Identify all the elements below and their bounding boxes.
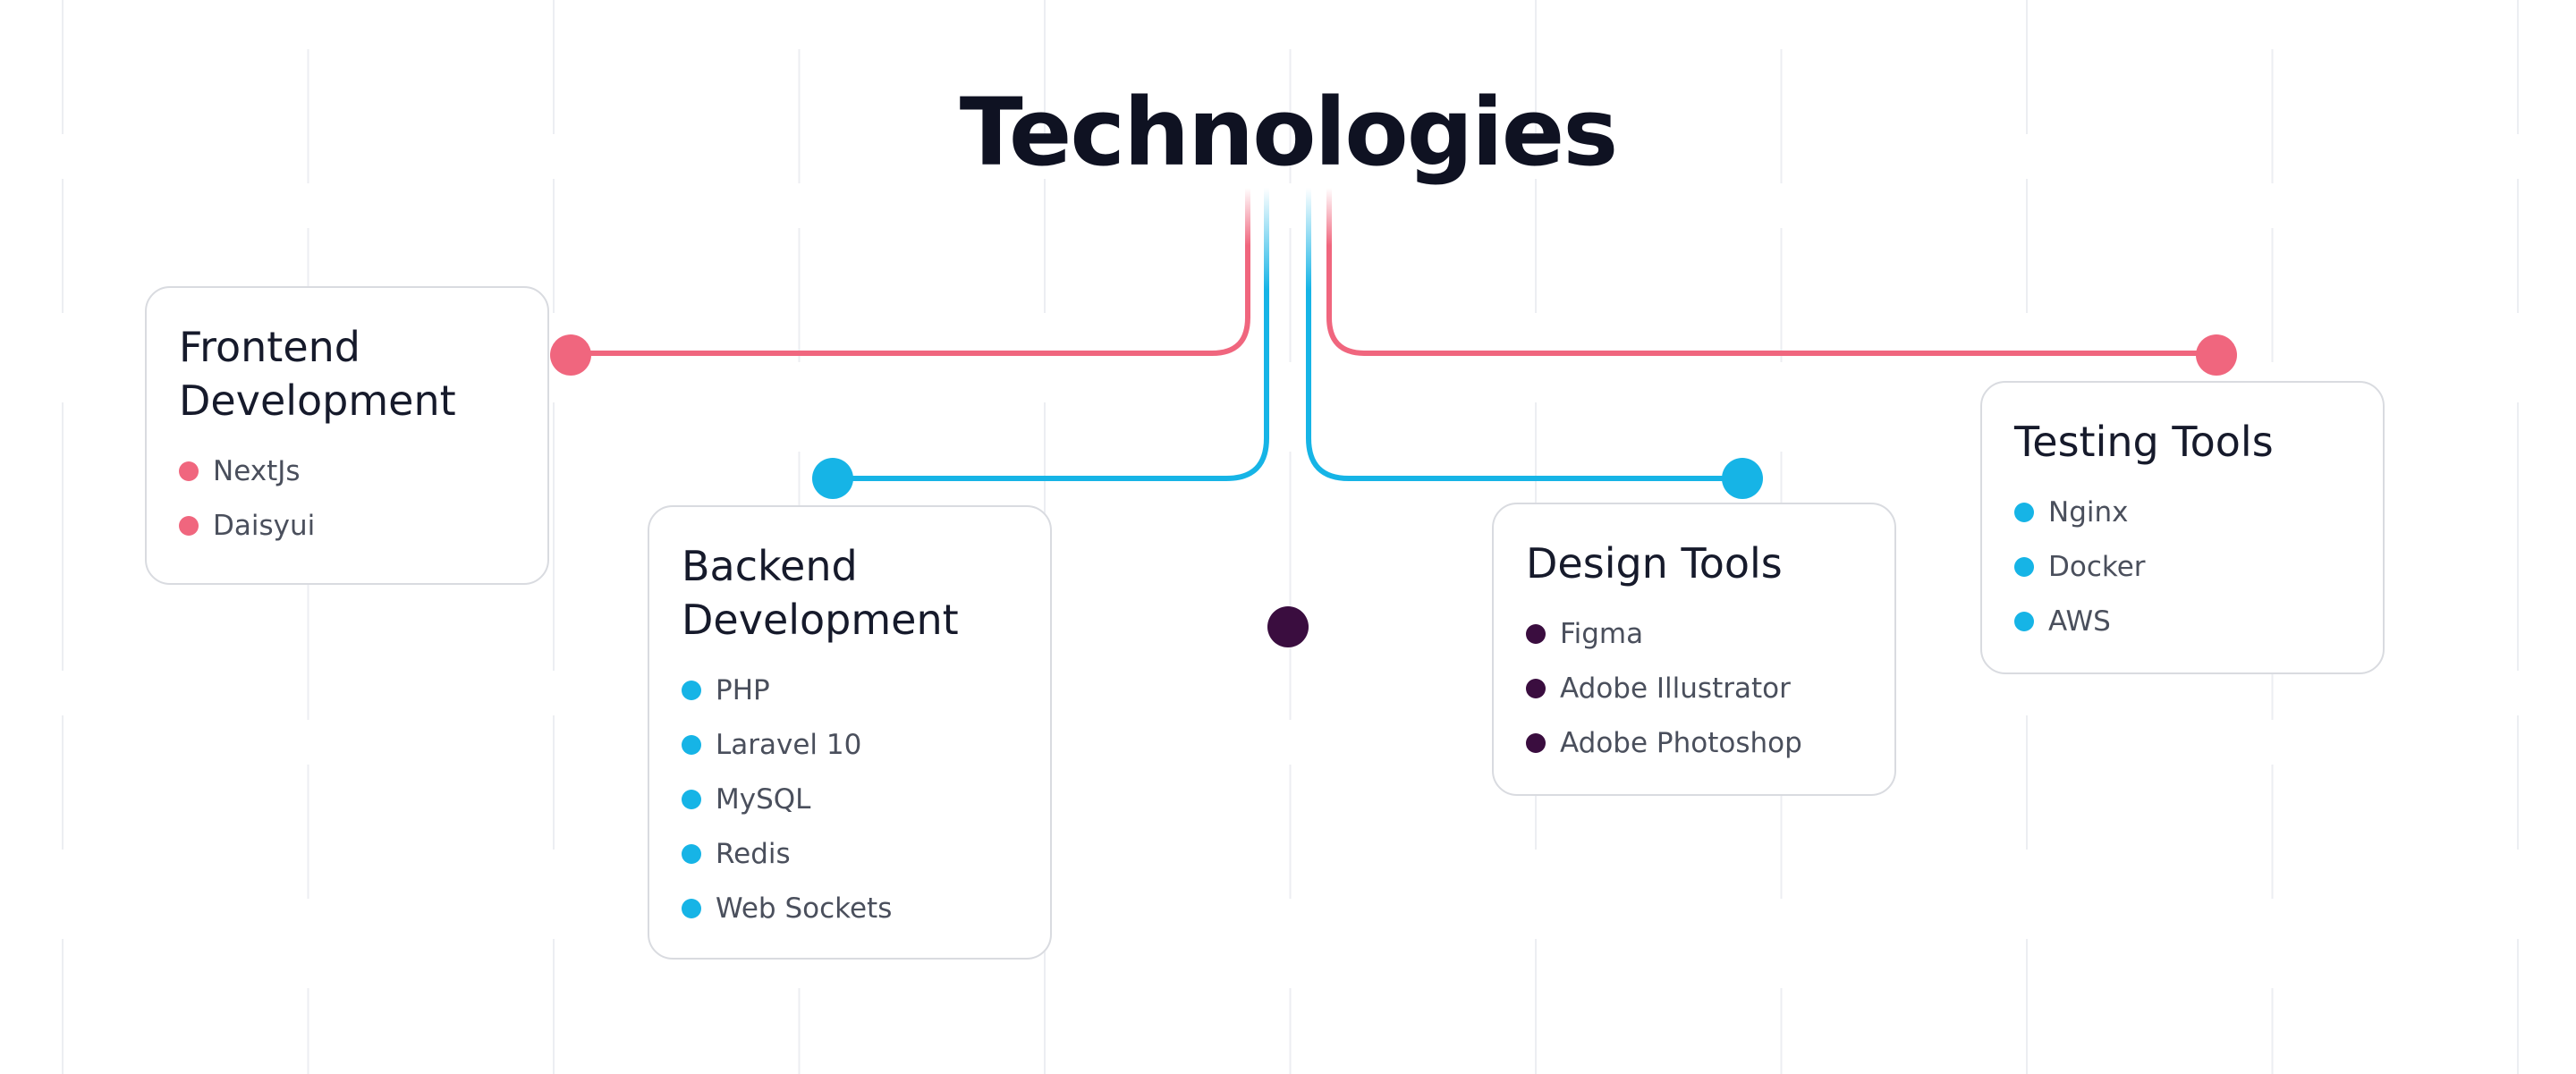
bullet-dot	[1526, 732, 1546, 753]
item-label: NextJs	[213, 454, 301, 487]
item-label: Daisyui	[213, 509, 316, 542]
node-testing	[2196, 334, 2237, 376]
bullet-dot	[1526, 678, 1546, 698]
card-title: Design Tools	[1526, 539, 1783, 588]
card-list: Nginx Docker AWS	[2014, 485, 2351, 648]
card-title: Frontend Development	[179, 323, 456, 425]
bullet-dot	[179, 461, 199, 481]
list-item: Nginx	[2014, 485, 2351, 539]
card-title: Backend Development	[682, 542, 959, 644]
node-frontend	[550, 334, 591, 376]
bullet-dot	[179, 515, 199, 536]
item-label: Laravel 10	[716, 728, 862, 761]
list-item: NextJs	[179, 444, 515, 498]
bullet-dot	[682, 898, 701, 918]
list-item: PHP	[682, 663, 1018, 717]
card-testing: Testing Tools Nginx Docker AWS	[1980, 381, 2385, 674]
item-label: PHP	[716, 673, 770, 706]
connector-design	[1306, 185, 1745, 481]
item-label: Docker	[2048, 550, 2146, 583]
bullet-dot	[1526, 623, 1546, 644]
node-backend	[812, 458, 853, 499]
bullet-dot	[2014, 502, 2034, 522]
list-item: Docker	[2014, 539, 2351, 594]
item-label: Redis	[716, 837, 791, 870]
card-list: Figma Adobe Illustrator Adobe Photoshop	[1526, 606, 1862, 770]
card-title: Testing Tools	[2014, 418, 2274, 466]
page-title: Technologies	[959, 78, 1618, 187]
item-label: Figma	[1560, 617, 1644, 650]
list-item: MySQL	[682, 772, 1018, 826]
item-label: Adobe Illustrator	[1560, 672, 1791, 705]
list-item: Laravel 10	[682, 717, 1018, 772]
list-item: Adobe Photoshop	[1526, 715, 1862, 770]
bullet-dot	[682, 734, 701, 755]
item-label: Adobe Photoshop	[1560, 726, 1802, 759]
connector-backend	[830, 185, 1269, 481]
bullet-dot	[682, 789, 701, 809]
node-center	[1267, 606, 1309, 647]
item-label: AWS	[2048, 605, 2111, 638]
item-label: Web Sockets	[716, 892, 893, 925]
bullet-dot	[2014, 556, 2034, 577]
bullet-dot	[682, 680, 701, 700]
card-list: NextJs Daisyui	[179, 444, 515, 553]
item-label: MySQL	[716, 782, 811, 816]
card-list: PHP Laravel 10 MySQL Redis Web Sockets	[682, 663, 1018, 935]
card-design: Design Tools Figma Adobe Illustrator Ado…	[1492, 503, 1896, 796]
connector-testing	[1326, 185, 2219, 356]
list-item: Daisyui	[179, 498, 515, 553]
list-item: Figma	[1526, 606, 1862, 661]
item-label: Nginx	[2048, 495, 2129, 529]
bullet-dot	[682, 843, 701, 864]
list-item: Web Sockets	[682, 881, 1018, 935]
card-backend: Backend Development PHP Laravel 10 MySQL…	[648, 505, 1052, 960]
bullet-dot	[2014, 611, 2034, 631]
connector-frontend	[568, 185, 1250, 356]
list-item: AWS	[2014, 594, 2351, 648]
card-frontend: Frontend Development NextJs Daisyui	[145, 286, 549, 585]
list-item: Redis	[682, 826, 1018, 881]
list-item: Adobe Illustrator	[1526, 661, 1862, 715]
node-design	[1722, 458, 1763, 499]
